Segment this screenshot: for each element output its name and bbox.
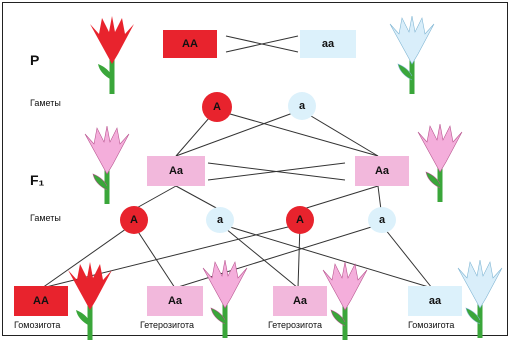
cross-line-parents-2 (225, 35, 299, 53)
gamete-line-4 (300, 109, 379, 157)
genotype-box-offspring-1: AA (14, 286, 68, 316)
f1-gamete-line-1 (132, 185, 177, 211)
f1-gamete-line-4 (377, 185, 382, 211)
f1-gamete-circle-3: A (286, 206, 314, 234)
flower-offspring-4 (458, 260, 502, 338)
flower-f1-left (85, 126, 129, 204)
offspring-line-3 (219, 223, 299, 289)
offspring-line-2 (132, 223, 176, 289)
genotype-box-f1-right: Aa (355, 156, 409, 186)
f1-gamete-circle-1: A (120, 206, 148, 234)
offspring-line-8 (380, 223, 433, 289)
offspring-type-3: Гетерозигота (268, 320, 322, 330)
genotype-box-offspring-4: aa (408, 286, 462, 316)
flower-parent-white (390, 16, 434, 94)
label-parents: P (30, 52, 40, 68)
label-gametes-2: Гаметы (30, 213, 61, 223)
flower-offspring-3 (323, 262, 367, 340)
gamete-line-2 (215, 109, 379, 157)
genotype-box-f1-left: Aa (147, 156, 205, 186)
gamete-line-3 (175, 109, 302, 157)
f1-gamete-line-2 (175, 185, 221, 211)
f1-gamete-circle-2: a (206, 207, 234, 233)
f1-gamete-circle-4: a (368, 207, 396, 233)
flower-offspring-2 (203, 260, 247, 338)
offspring-line-6 (297, 223, 301, 289)
cross-line-f1-2 (207, 162, 346, 181)
flower-f1-right (418, 124, 462, 202)
offspring-line-1 (41, 223, 134, 289)
gamete-circle-dominant: A (202, 92, 232, 122)
genotype-box-parent-right: aa (300, 30, 356, 58)
label-gametes-1: Гаметы (30, 98, 61, 108)
gamete-circle-recessive: a (288, 92, 316, 120)
genotype-box-offspring-2: Aa (147, 286, 203, 316)
flower-offspring-1 (68, 262, 112, 340)
genotype-box-offspring-3: Aa (273, 286, 327, 316)
genotype-box-parent-left: AA (163, 30, 217, 58)
label-f1: F₁ (30, 172, 45, 188)
f1-gamete-line-3 (299, 185, 379, 211)
offspring-type-4: Гомозигота (408, 320, 455, 330)
offspring-type-2: Гетерозигота (140, 320, 194, 330)
offspring-type-1: Гомозигота (14, 320, 61, 330)
flower-parent-red (90, 16, 134, 94)
